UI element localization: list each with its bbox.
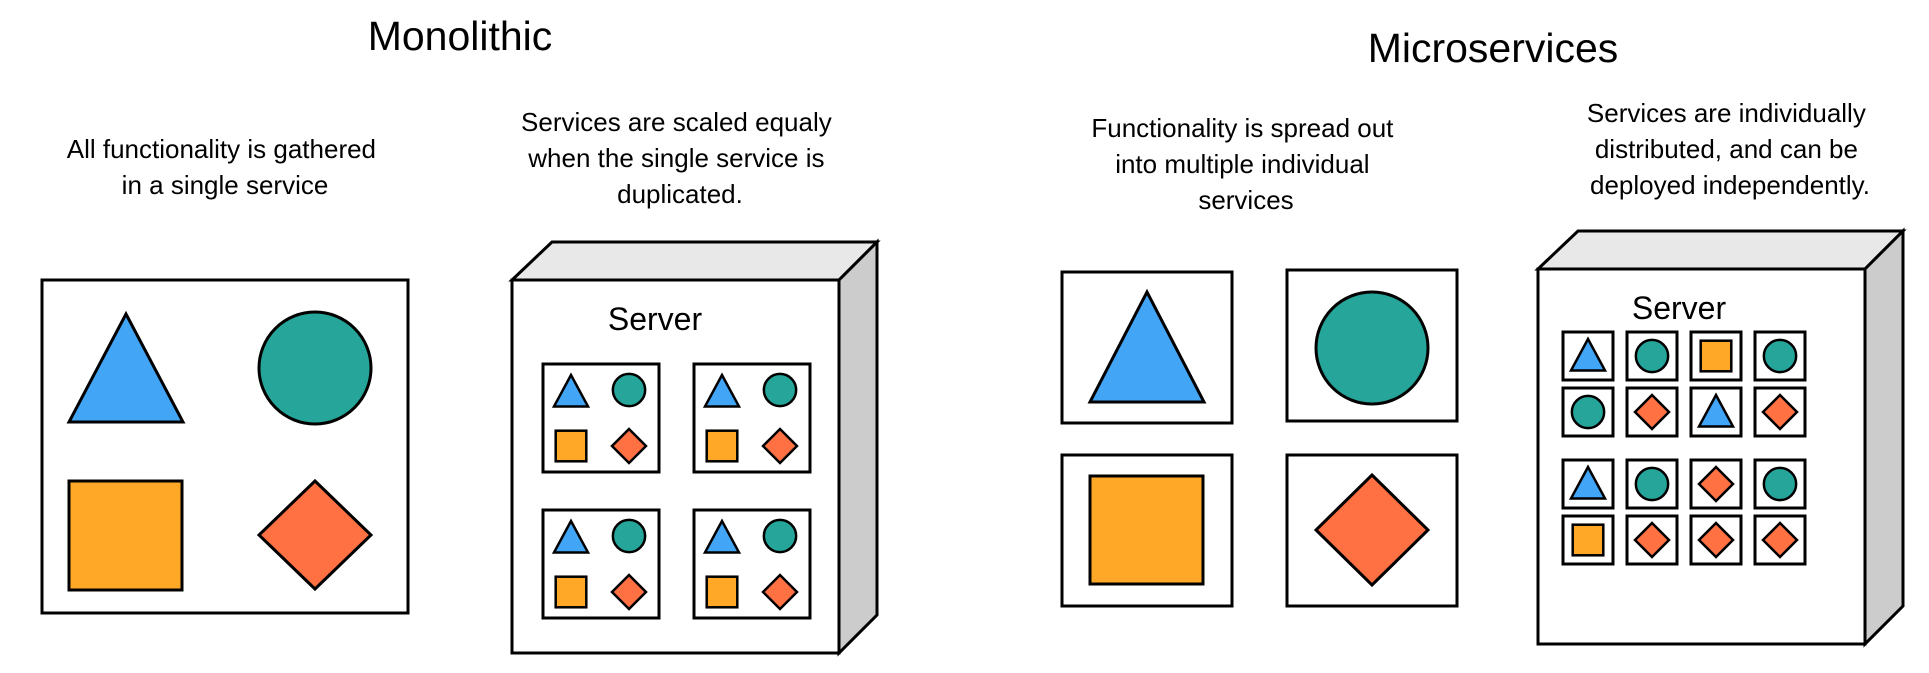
monolithic-single-caption: All functionality is gathered in a singl… — [67, 134, 384, 200]
triangle-icon — [551, 518, 591, 554]
triangle-icon — [702, 372, 742, 408]
diamond-icon — [610, 573, 648, 611]
circle-icon — [762, 518, 798, 554]
triangle-icon — [1696, 392, 1736, 428]
monolithic-title: Monolithic — [368, 13, 553, 59]
service-cell — [1625, 458, 1679, 510]
diamond-icon — [761, 427, 799, 465]
server-label: Server — [1632, 290, 1727, 326]
circle-icon — [1570, 394, 1606, 430]
square-icon — [1699, 339, 1733, 373]
server-top-face — [508, 240, 881, 282]
server-side-face — [837, 238, 879, 657]
microservice-diamond-box — [1285, 453, 1459, 608]
circle-icon — [611, 518, 647, 554]
replica-group — [541, 362, 812, 620]
diamond-icon — [761, 573, 799, 611]
service-cell — [1625, 514, 1679, 566]
monolithic-scaled-caption: Services are scaled equaly when the sing… — [521, 107, 839, 209]
service-cell — [1689, 514, 1743, 566]
triangle-icon — [1568, 464, 1608, 500]
service-replica — [692, 508, 812, 620]
square-icon — [705, 429, 739, 463]
monolithic-server: Server — [508, 238, 881, 657]
circle-icon — [1762, 466, 1798, 502]
service-cell — [1689, 458, 1743, 510]
diamond-icon — [610, 427, 648, 465]
microservices-section: Microservices Functionality is spread ou… — [1060, 25, 1907, 648]
microservices-distributed-caption: Services are individually distributed, a… — [1587, 98, 1873, 200]
square-icon — [554, 429, 588, 463]
triangle-icon — [551, 372, 591, 408]
monolithic-service-box — [40, 278, 410, 615]
circle-icon — [1634, 338, 1670, 374]
server-label: Server — [608, 301, 703, 337]
service-cell — [1625, 330, 1679, 382]
service-replica — [692, 362, 812, 474]
service-replica — [541, 362, 661, 474]
square-icon — [554, 575, 588, 609]
triangle-icon — [66, 310, 186, 424]
circle-icon — [1634, 466, 1670, 502]
square-icon — [1571, 523, 1605, 557]
circle-icon — [1314, 290, 1430, 406]
service-cell — [1561, 514, 1615, 566]
microservices-server: Server — [1534, 227, 1907, 648]
service-cell — [1689, 386, 1743, 438]
service-grid — [1561, 330, 1807, 566]
microservices-title: Microservices — [1368, 25, 1619, 71]
diamond-icon — [256, 478, 374, 592]
triangle-icon — [1087, 288, 1207, 404]
service-cell — [1561, 386, 1615, 438]
server-side-face — [1863, 227, 1905, 648]
diamond-icon — [1761, 521, 1799, 559]
microservice-circle-box — [1285, 268, 1459, 423]
square-icon — [1088, 474, 1205, 586]
circle-icon — [611, 372, 647, 408]
service-cell — [1625, 386, 1679, 438]
diamond-icon — [1633, 521, 1671, 559]
circle-icon — [762, 372, 798, 408]
service-cell — [1753, 458, 1807, 510]
square-icon — [705, 575, 739, 609]
triangle-icon — [1568, 336, 1608, 372]
service-cell — [1753, 386, 1807, 438]
square-icon — [67, 479, 184, 592]
service-cell — [1689, 330, 1743, 382]
monolithic-section: Monolithic All functionality is gathered… — [40, 13, 881, 657]
diamond-icon — [1697, 465, 1735, 503]
diamond-icon — [1761, 393, 1799, 431]
server-top-face — [1534, 229, 1907, 271]
service-cell — [1753, 514, 1807, 566]
microservice-triangle-box — [1060, 270, 1234, 425]
microservices-spread-caption: Functionality is spread out into multipl… — [1091, 113, 1400, 215]
diamond-icon — [1633, 393, 1671, 431]
microservice-square-box — [1060, 453, 1234, 608]
circle-icon — [257, 310, 373, 426]
triangle-icon — [702, 518, 742, 554]
service-replica — [541, 508, 661, 620]
diamond-icon — [1697, 521, 1735, 559]
service-cell — [1753, 330, 1807, 382]
circle-icon — [1762, 338, 1798, 374]
diamond-icon — [1313, 472, 1431, 588]
service-cell — [1561, 330, 1615, 382]
service-cell — [1561, 458, 1615, 510]
